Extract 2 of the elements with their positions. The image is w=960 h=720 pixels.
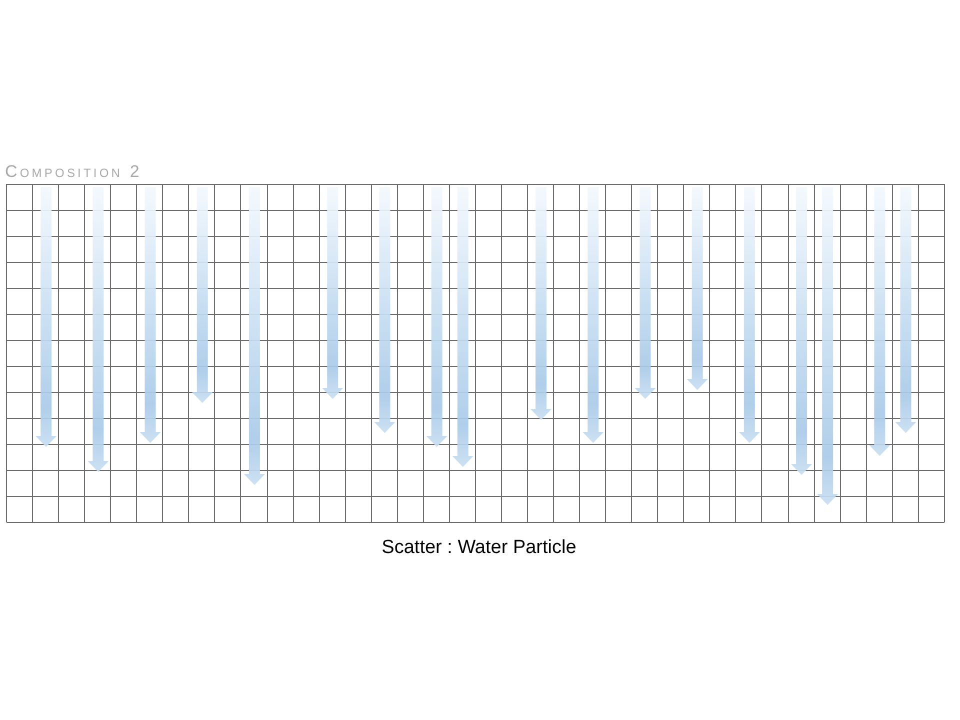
diagram-caption: Scatter : Water Particle xyxy=(382,537,576,559)
diagram-title: Composition 2 xyxy=(5,163,142,181)
